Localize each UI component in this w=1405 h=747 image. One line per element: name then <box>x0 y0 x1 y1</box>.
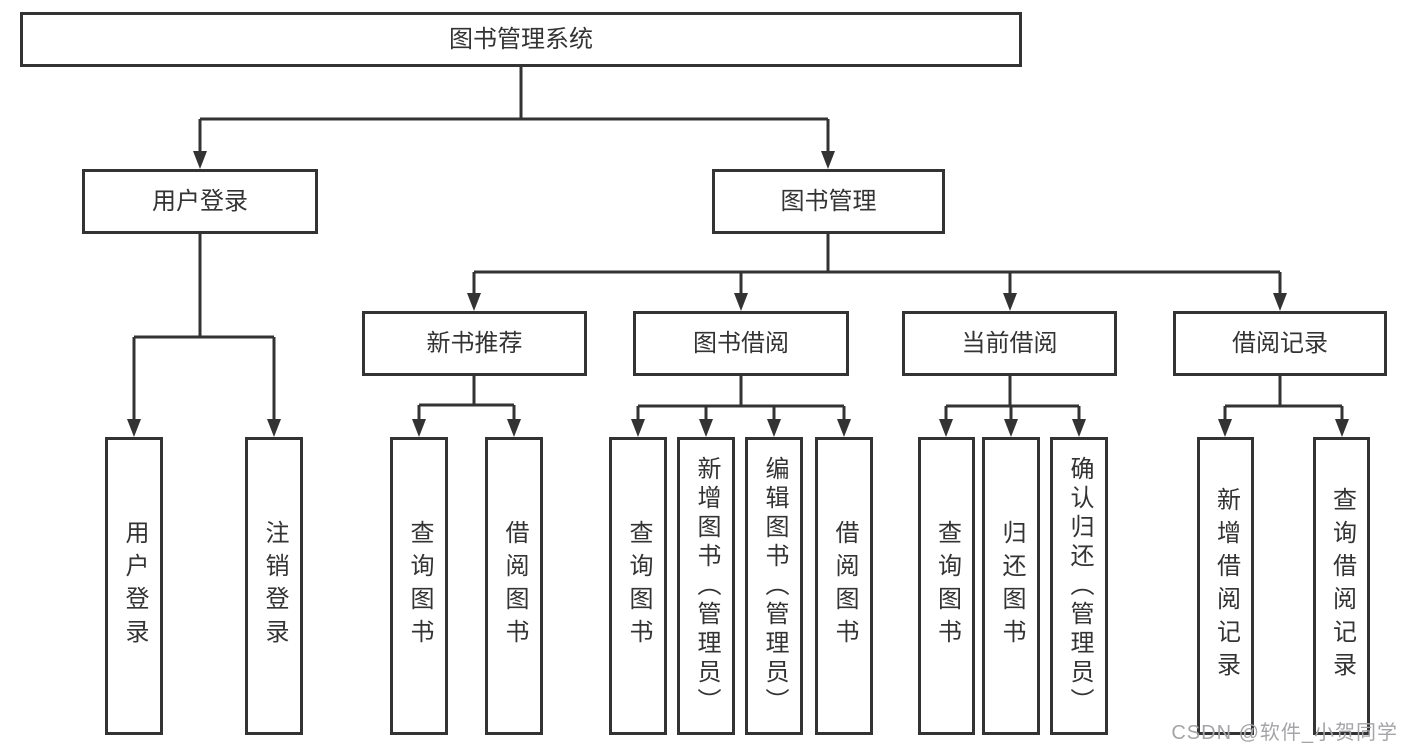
leaf-query-book-current: 查询图书 <box>918 437 975 735</box>
leaf-label: 查询图书 <box>625 520 652 652</box>
node-user-login: 用户登录 <box>82 169 318 234</box>
leaf-label: 查询借阅记录 <box>1328 487 1356 685</box>
leaf-borrow-book-recommend: 借阅图书 <box>485 437 543 735</box>
arrow-down-icon <box>507 419 521 437</box>
arrow-down-icon <box>631 419 645 437</box>
node-root-system: 图书管理系统 <box>20 12 1022 67</box>
arrow-down-icon <box>767 419 781 437</box>
arrow-down-icon <box>467 293 481 311</box>
leaf-label: 确认归还（管理员） <box>1066 455 1093 717</box>
leaf-add-borrow-record: 新增借阅记录 <box>1197 437 1254 735</box>
node-borrow-record: 借阅记录 <box>1173 311 1387 376</box>
node-label: 借阅记录 <box>1232 329 1328 357</box>
leaf-label: 借阅图书 <box>831 520 858 652</box>
arrow-down-icon <box>699 419 713 437</box>
arrow-down-icon <box>1072 419 1086 437</box>
node-label: 用户登录 <box>152 187 248 215</box>
arrow-down-icon <box>193 151 207 169</box>
leaf-label: 归还图书 <box>998 520 1025 652</box>
node-book-borrow: 图书借阅 <box>633 311 849 376</box>
leaf-query-book-recommend: 查询图书 <box>390 437 448 735</box>
leaf-query-book-borrow: 查询图书 <box>609 437 667 735</box>
leaf-label: 查询图书 <box>933 520 961 652</box>
node-label: 当前借阅 <box>961 329 1058 357</box>
leaf-return-book: 归还图书 <box>982 437 1040 735</box>
leaf-edit-book-admin: 编辑图书（管理员） <box>745 437 803 735</box>
arrow-down-icon <box>127 419 141 437</box>
leaf-logout-login: 注销登录 <box>245 437 303 735</box>
leaf-add-book-admin: 新增图书（管理员） <box>677 437 735 735</box>
arrow-down-icon <box>412 419 426 437</box>
arrow-down-icon <box>267 419 281 437</box>
leaf-user-login: 用户登录 <box>105 437 163 735</box>
arrow-down-icon <box>939 419 953 437</box>
leaf-label: 注销登录 <box>261 520 288 652</box>
arrow-down-icon <box>734 293 748 311</box>
leaf-label: 新增图书（管理员） <box>693 455 720 717</box>
arrow-down-icon <box>1335 419 1349 437</box>
arrow-down-icon <box>1004 419 1018 437</box>
arrow-down-icon <box>837 419 851 437</box>
node-book-management: 图书管理 <box>712 169 945 234</box>
leaf-label: 编辑图书（管理员） <box>761 455 788 717</box>
arrow-down-icon <box>1003 293 1017 311</box>
arrow-down-icon <box>1273 293 1287 311</box>
leaf-label: 新增借阅记录 <box>1212 487 1240 685</box>
leaf-label: 用户登录 <box>121 520 148 652</box>
csdn-watermark: CSDN @软件_小贺同学 <box>1171 722 1398 744</box>
leaf-label: 查询图书 <box>406 520 433 652</box>
node-new-book-recommend: 新书推荐 <box>362 311 587 376</box>
leaf-confirm-return-admin: 确认归还（管理员） <box>1050 437 1108 735</box>
node-label: 新书推荐 <box>426 329 523 357</box>
arrow-down-icon <box>821 151 835 169</box>
node-current-borrow: 当前借阅 <box>902 311 1117 376</box>
leaf-query-borrow-record: 查询借阅记录 <box>1313 437 1370 735</box>
node-label: 图书借阅 <box>693 329 789 357</box>
arrow-down-icon <box>1218 419 1232 437</box>
node-label: 图书管理系统 <box>449 25 593 53</box>
node-label: 图书管理 <box>780 187 877 215</box>
leaf-label: 借阅图书 <box>501 520 528 652</box>
leaf-borrow-book: 借阅图书 <box>815 437 873 735</box>
